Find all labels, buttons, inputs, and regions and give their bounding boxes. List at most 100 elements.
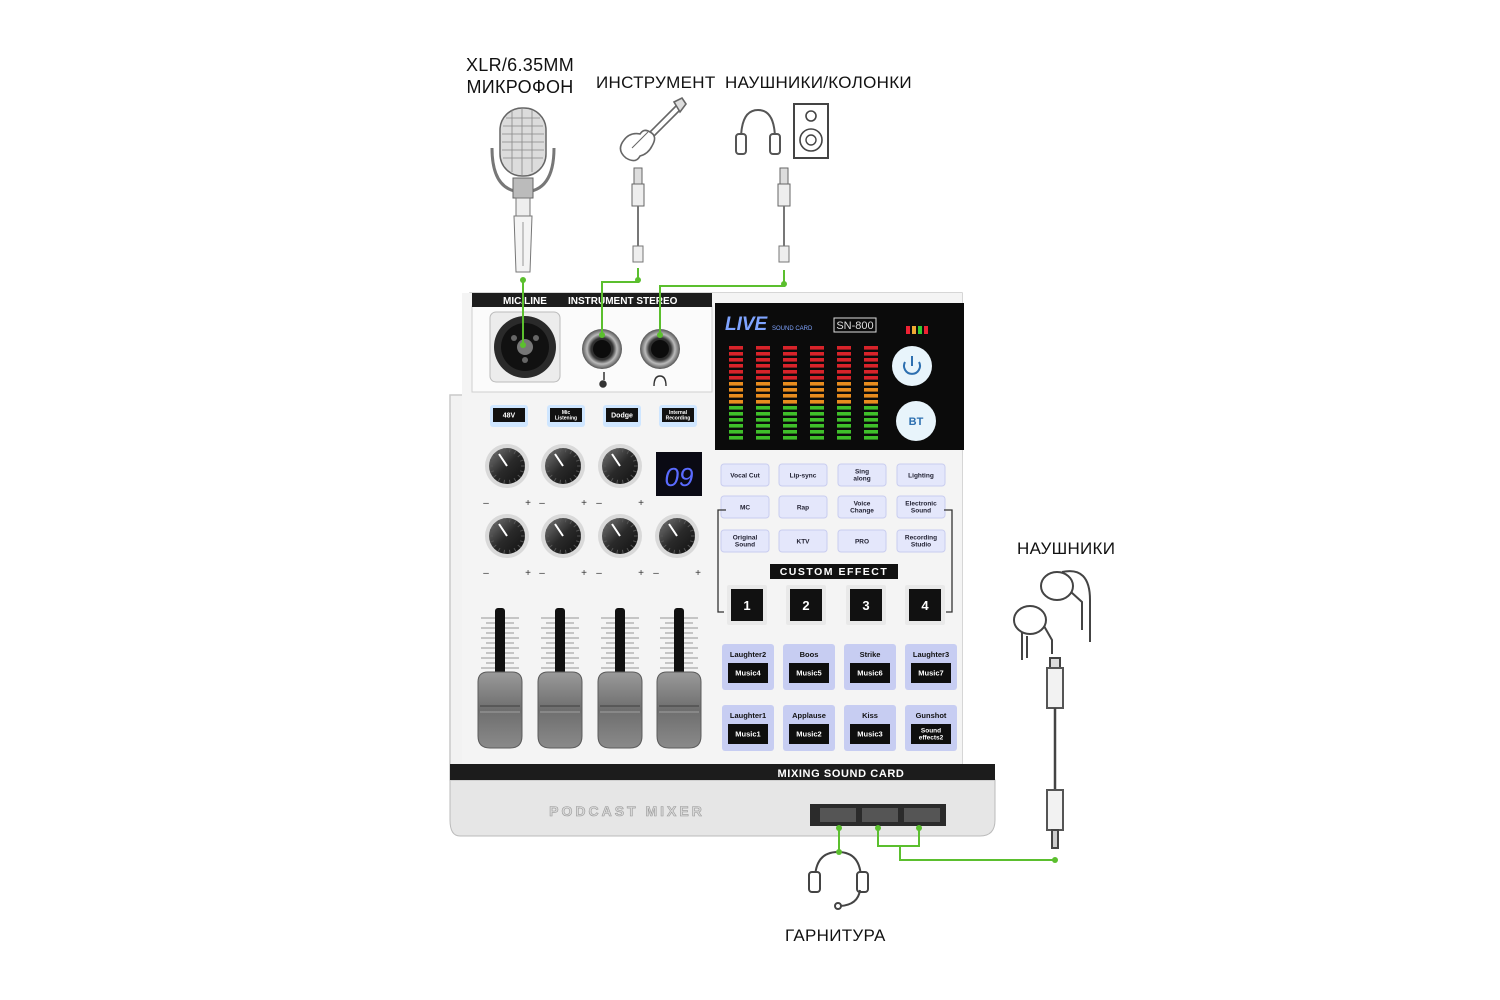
fader-2[interactable] [537, 608, 583, 749]
knob-grip [632, 459, 638, 462]
eq-segment [756, 406, 770, 410]
custom-button-1[interactable]: 1 [727, 585, 767, 625]
eq-segment [837, 430, 851, 434]
knob-1[interactable]: –+ [483, 444, 531, 509]
eq-segment [729, 352, 743, 356]
effect-button-lip-sync[interactable]: Lip-sync [778, 463, 828, 487]
knob-7[interactable]: –+ [653, 514, 701, 579]
knob-grip [689, 529, 695, 532]
knob-grip [616, 479, 619, 484]
custom-button-2[interactable]: 2 [786, 585, 826, 625]
sound-pad-bottom-label: Music5 [796, 669, 821, 678]
knob-grip [616, 518, 619, 523]
knob-minus: – [483, 498, 489, 509]
fader-3[interactable] [597, 608, 643, 749]
knob-2[interactable]: –+ [539, 444, 587, 509]
fader-cap [537, 671, 583, 749]
knob-5[interactable]: –+ [539, 514, 587, 579]
eq-segment [756, 376, 770, 380]
eq-segment [756, 364, 770, 368]
label-mic-line2: МИКРОФОН [466, 77, 574, 97]
custom-button-4[interactable]: 4 [905, 585, 945, 625]
knob-grip [503, 479, 506, 484]
knob-grip [492, 474, 497, 478]
label-mic: XLR/6.35MM МИКРОФОН [455, 54, 585, 98]
eq-segment [810, 418, 824, 422]
knob-grip [630, 474, 635, 478]
fader-1[interactable] [477, 608, 523, 749]
knob-plus: + [695, 568, 701, 579]
effect-button-label: MC [740, 504, 750, 511]
knob-grip [519, 470, 525, 473]
effect-button-ktv[interactable]: KTV [778, 529, 828, 553]
knob-grip [659, 540, 665, 543]
effect-button-label: KTV [797, 538, 811, 545]
eq-segment [783, 376, 797, 380]
knob-grip [602, 540, 608, 543]
knob-grip [621, 518, 624, 523]
knob-grip [616, 549, 619, 554]
knob-6[interactable]: –+ [596, 514, 644, 579]
sound-pad-bottom-label: Music3 [857, 730, 882, 739]
custom-button-face [731, 589, 763, 621]
sound-pad-top-label: Kiss [862, 711, 878, 720]
eq-segment [729, 376, 743, 380]
sound-pad-top-label: Applause [792, 711, 826, 720]
knob-grip [610, 450, 614, 455]
top-button-label: Dodge [611, 412, 633, 419]
knob-grip [548, 524, 553, 528]
effect-button-pro[interactable]: PRO [837, 529, 887, 553]
knob-grip [678, 549, 681, 554]
effect-button-mc[interactable]: MC [720, 495, 770, 519]
fader-4[interactable] [656, 608, 702, 749]
power-button[interactable] [892, 346, 932, 386]
fader-cap [477, 671, 523, 749]
effect-button-vocal-cut[interactable]: Vocal Cut [720, 463, 770, 487]
knob-4[interactable]: –+ [483, 514, 531, 579]
eq-segment [783, 430, 797, 434]
sound-pad-face [850, 663, 890, 683]
fader-cap [656, 671, 702, 749]
top-button-3[interactable]: Dodge [603, 405, 641, 427]
effect-button-rap[interactable]: Rap [778, 495, 828, 519]
knob-grip [610, 520, 614, 525]
knob-grip [497, 450, 501, 455]
knob-grip [553, 520, 557, 525]
top-button-1[interactable]: 48V [490, 405, 528, 427]
effect-button-face [720, 495, 770, 519]
eq-segment [864, 358, 878, 362]
sound-pad-bottom-label: Music1 [735, 730, 760, 739]
knob-grip [513, 477, 517, 482]
knob-grip [564, 518, 567, 523]
eq-segment [864, 388, 878, 392]
bt-button[interactable]: BT [896, 401, 936, 441]
knob-grip [667, 520, 671, 525]
knob-grip [678, 518, 681, 523]
knob-grip [662, 524, 667, 528]
knob-grip [517, 544, 522, 548]
effect-button-lighting[interactable]: Lighting [896, 463, 946, 487]
knob-plus: + [581, 568, 587, 579]
headphones-cable [777, 167, 791, 263]
eq-segment [729, 364, 743, 368]
custom-button-3[interactable]: 3 [846, 585, 886, 625]
knob-grip [626, 477, 630, 482]
knob-3[interactable]: –+ [596, 444, 644, 509]
